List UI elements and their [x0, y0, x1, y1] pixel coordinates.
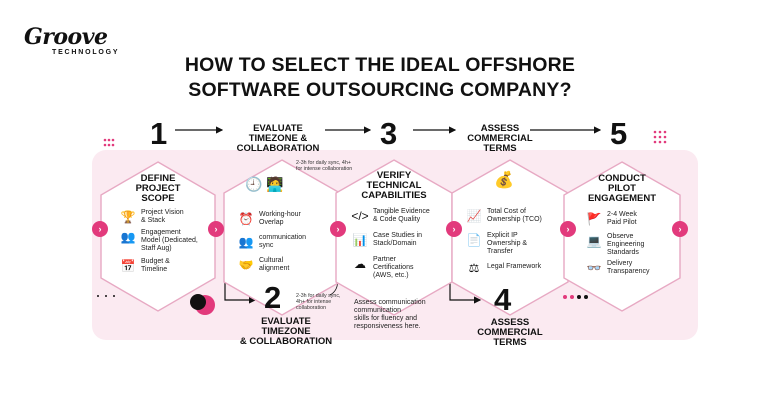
- arrow-to-4-bottom: [449, 282, 482, 304]
- flag-icon: 🚩: [586, 212, 602, 226]
- decor-circles-bottom-left: [190, 294, 215, 315]
- step-3-item: </> Tangible Evidence& Code Quality: [351, 208, 430, 223]
- trophy-icon: 🏆: [120, 210, 136, 224]
- arrow-to-2-bottom: [224, 280, 257, 304]
- brand-name: Groove: [24, 24, 108, 50]
- decor-dots-bottom-right: [563, 295, 588, 299]
- brand-logo: Groove TECHNOLOGY: [24, 26, 134, 56]
- step-nav-button[interactable]: ›: [208, 221, 224, 237]
- clock-icon: 🕘: [245, 175, 263, 192]
- decor-dots-top-left: [103, 138, 115, 147]
- step-nav-button[interactable]: ›: [672, 221, 688, 237]
- money-illustration: 💰: [494, 172, 517, 189]
- glasses-icon: 👓: [586, 261, 602, 275]
- code-icon: </>: [351, 209, 369, 223]
- step-1-item: 📅 Budget &Timeline: [120, 258, 170, 273]
- decor-dots-bottom-left: [97, 295, 115, 297]
- calendar-icon: 📅: [120, 259, 136, 273]
- step-number-3: 3: [380, 116, 398, 151]
- money-icon: 💰: [494, 172, 514, 189]
- step-2-top-note: 2-3h for daily sync, 4h+for intense coll…: [296, 160, 353, 172]
- team-icon: 👥: [120, 230, 136, 244]
- step-number-5: 5: [610, 116, 628, 151]
- hex-card-5: [563, 161, 681, 312]
- document-icon: 📄: [466, 233, 482, 247]
- chart-icon: 📊: [352, 233, 368, 247]
- step-nav-button[interactable]: ›: [330, 221, 346, 237]
- page-title-line2: SOFTWARE OUTSOURCING COMPANY?: [188, 79, 572, 101]
- step-nav-button[interactable]: ›: [92, 221, 108, 237]
- step-nav-button[interactable]: ›: [560, 221, 576, 237]
- hex-card-1: [100, 161, 216, 312]
- tco-chart-icon: 📈: [466, 209, 482, 223]
- gavel-icon: ⚖: [468, 261, 480, 275]
- decor-dots-top-right: [653, 130, 667, 144]
- cloud-icon: ☁: [354, 257, 366, 271]
- step-number-2: 2: [264, 280, 282, 315]
- step-4-item: ⚖ Legal Framework: [466, 260, 566, 276]
- meeting-icon: 🧑‍💻: [266, 175, 284, 192]
- laptop-icon: 💻: [586, 234, 602, 248]
- handshake-icon: 🤝: [238, 258, 254, 272]
- people-sync-icon: 👥: [238, 235, 254, 249]
- meeting-illustration: 🕘 🧑‍💻: [245, 175, 288, 192]
- brand-sub: TECHNOLOGY: [52, 49, 120, 56]
- step-nav-button[interactable]: ›: [446, 221, 462, 237]
- clock-icon: ⏰: [238, 212, 254, 226]
- step-number-1: 1: [150, 116, 168, 151]
- step-1-item: 🏆 Project Vision& Stack: [120, 209, 184, 224]
- page-title-line1: HOW TO SELECT THE IDEAL OFFSHORE: [184, 54, 576, 76]
- step-number-4: 4: [494, 282, 512, 317]
